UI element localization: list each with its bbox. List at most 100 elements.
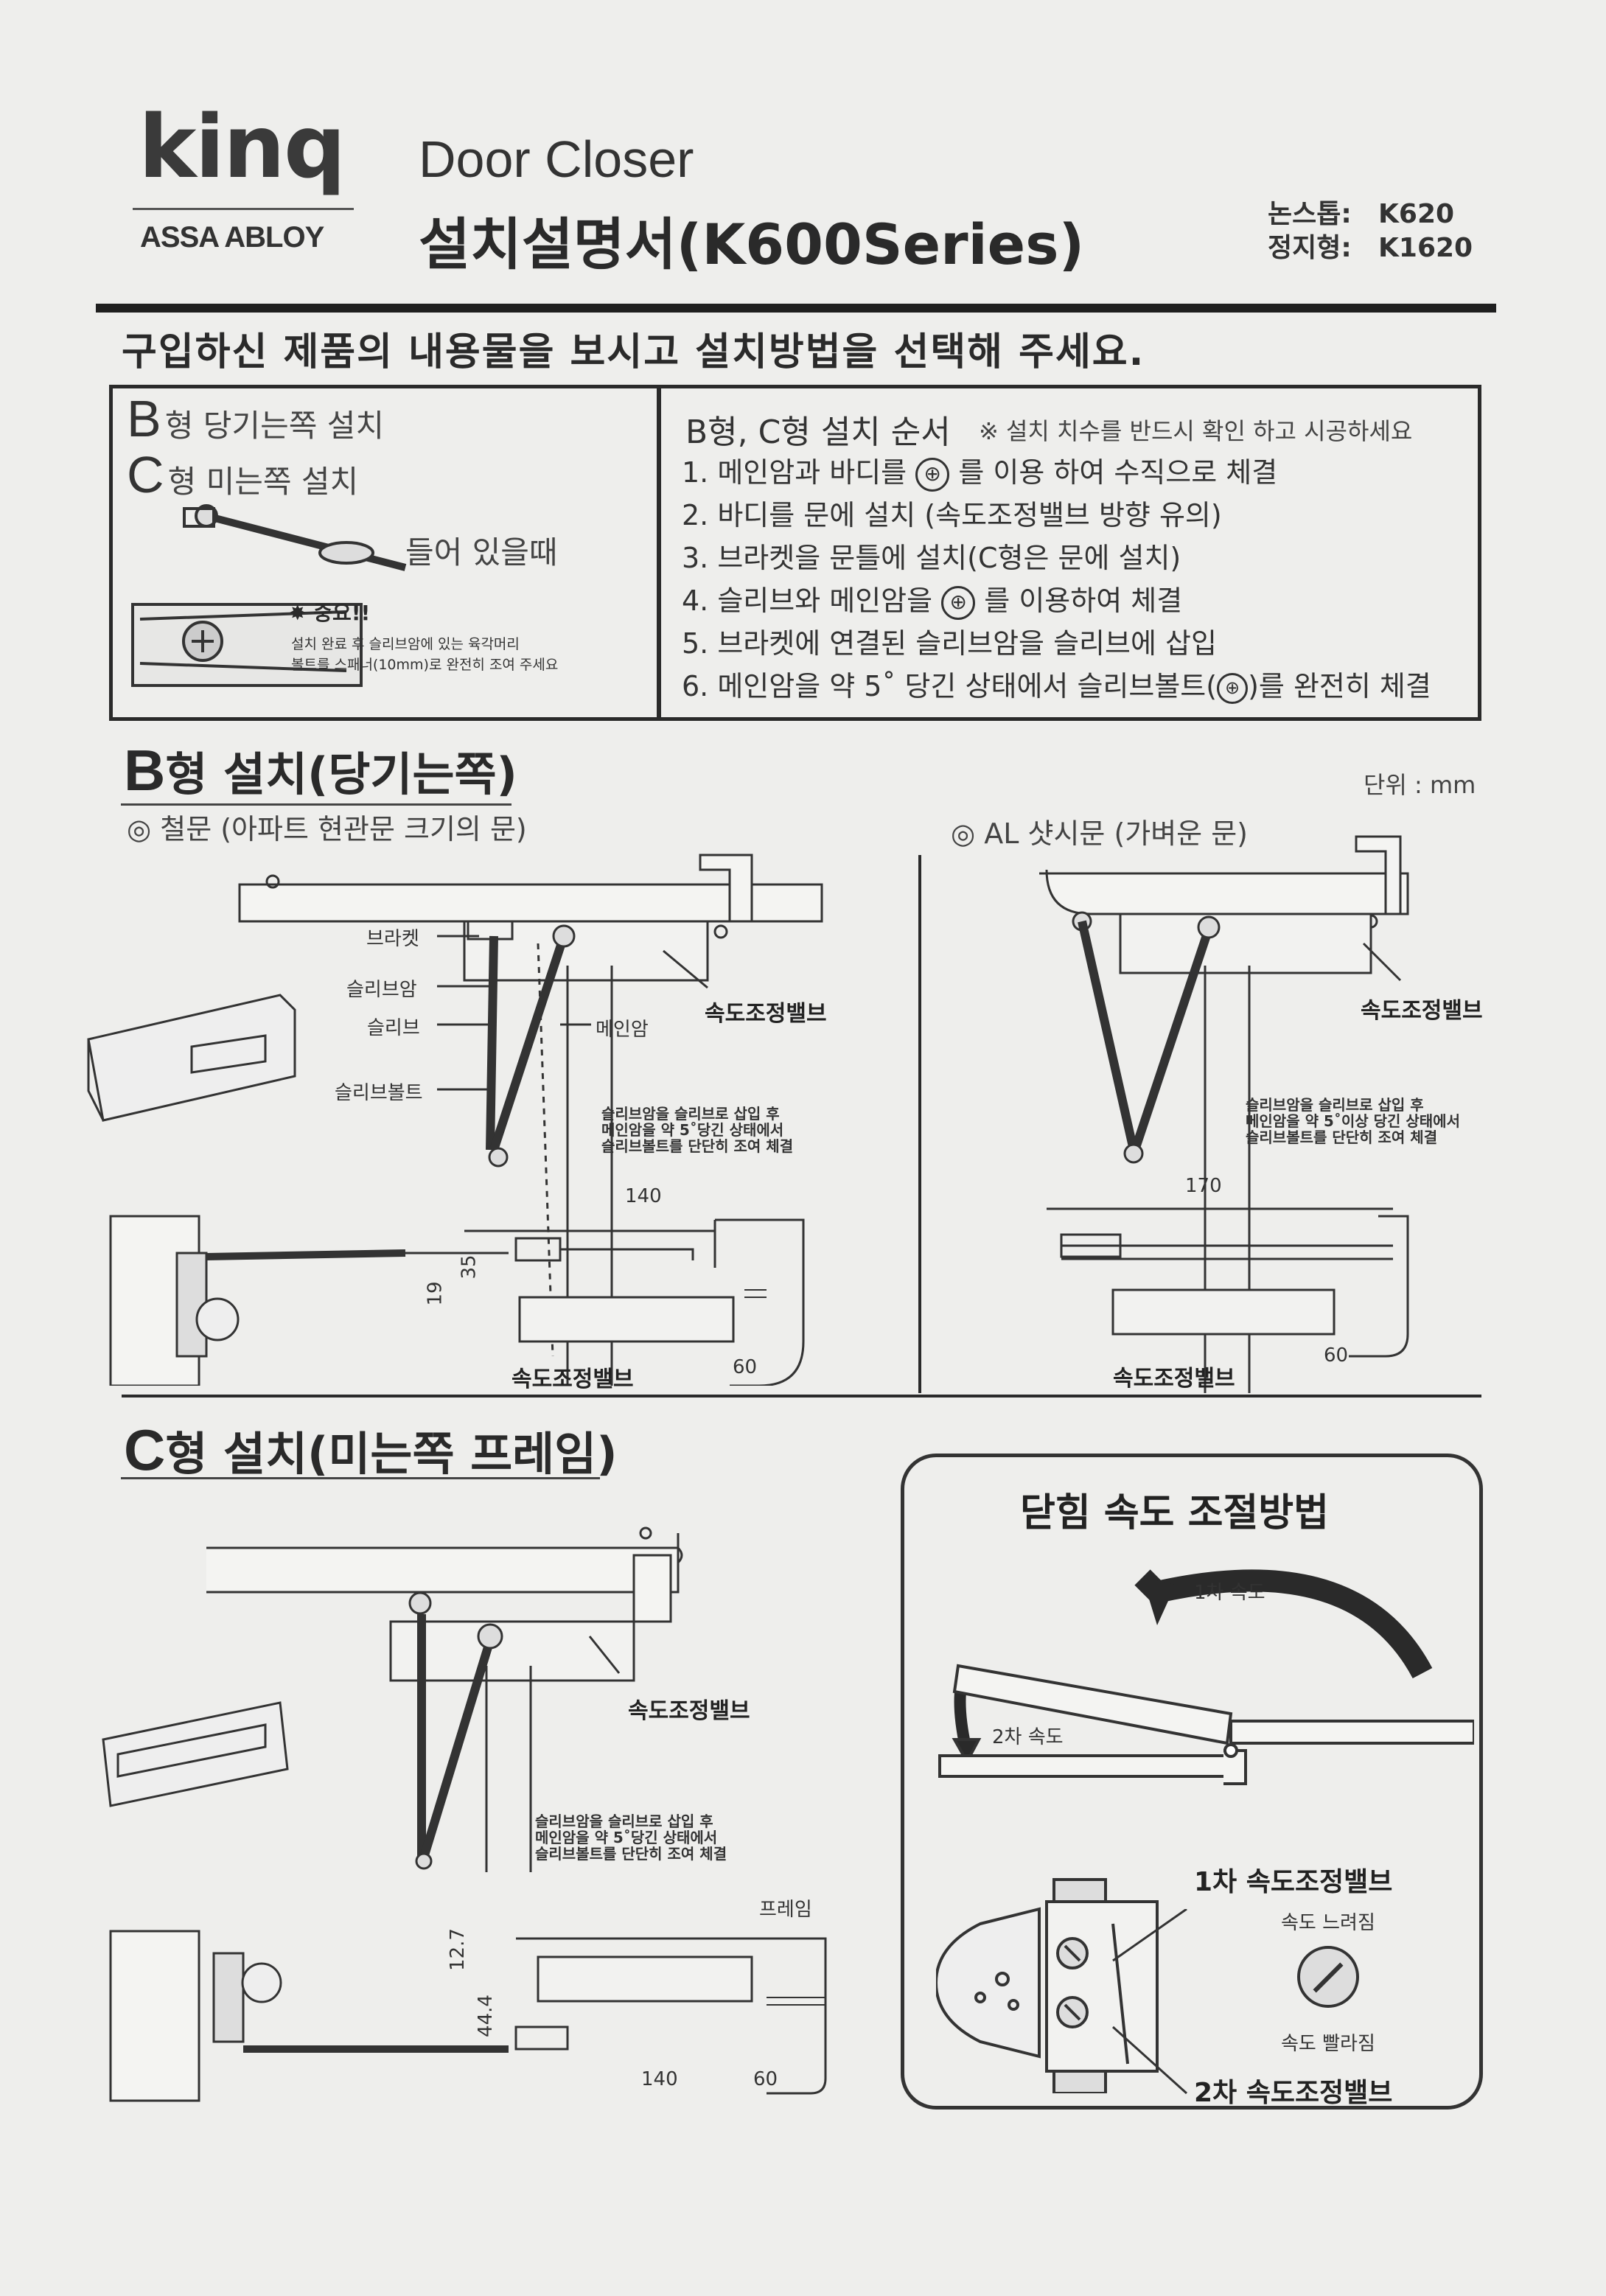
screw-icon: ⊕ <box>1217 672 1249 704</box>
type-c-text: 형 미는쪽 설치 <box>167 464 359 500</box>
main-arm-label: 메인암 <box>596 1019 649 1041</box>
step-text: 1. 메인암과 바디를 <box>682 456 907 489</box>
step-text: 5. 브라켓에 연결된 슬리브암을 슬리브에 삽입 <box>682 627 1217 660</box>
dim-offset: 60 <box>753 2068 778 2090</box>
title-korean: 설치설명서(K600Series) <box>419 212 1085 277</box>
instruction-text: 구입하신 제품의 내용물을 보시고 설치방법을 선택해 주세요. <box>122 330 1145 374</box>
closer-body-diagram <box>936 1878 1159 2093</box>
important-label: 중요!! <box>313 601 371 625</box>
speed-valve-label: 속도조정밸브 <box>512 1367 634 1392</box>
step-item: 6. 메인암을 약 5˚ 당긴 상태에서 슬리브볼트(⊕)를 완전히 체결 <box>682 663 1431 704</box>
install-steps-box <box>657 385 1481 721</box>
step-item: 2. 바디를 문에 설치 (속도조정밸브 방향 유의) <box>682 492 1222 533</box>
model-value: K620 <box>1378 199 1455 229</box>
dim-width: 170 <box>1185 1175 1222 1197</box>
type-c-row: C 형 미는쪽 설치 <box>127 445 358 504</box>
step-text: 4. 슬리브와 메인암을 <box>682 585 933 617</box>
speed-panel-title: 닫힘 속도 조절방법 <box>1020 1491 1329 1535</box>
model-label: 정지형: <box>1268 233 1352 263</box>
dim-offset: 60 <box>1324 1344 1349 1367</box>
steps-title: B형, C형 설치 순서 <box>685 414 951 451</box>
sleeve-bolt-label: 슬리브볼트 <box>335 1082 423 1104</box>
type-b-row: B 형 당기는쪽 설치 <box>127 389 384 448</box>
section-c-title: 형 설치(미는쪽 프레임) <box>165 1427 618 1481</box>
second-valve-label: 2차 속도조정밸브 <box>1194 2078 1393 2108</box>
arm-illustration <box>131 504 407 687</box>
slower-label: 속도 느려짐 <box>1281 1912 1375 1934</box>
bracket-label: 브라켓 <box>366 928 419 950</box>
star-icon: ✸ <box>289 601 307 625</box>
type-b-text: 형 당기는쪽 설치 <box>164 408 384 444</box>
brand-subtitle: ASSA ABLOY <box>140 221 324 254</box>
valve-leader-lines <box>1111 1909 1188 2095</box>
step-text: 3. 브라켓을 문틀에 설치(C형은 문에 설치) <box>682 542 1181 574</box>
important-note-line: 볼트를 스패너(10mm)로 완전히 조여 주세요 <box>291 657 559 673</box>
dim-vertical: 12.7 <box>446 1928 469 1971</box>
speed-valve-label: 속도조정밸브 <box>1113 1366 1235 1392</box>
assembly-note: 슬리브암을 슬리브로 삽입 후 메인암을 약 5˚당긴 상태에서 슬리브볼트를 … <box>535 1813 727 1862</box>
speed-valve-label: 속도조정밸브 <box>628 1698 750 1724</box>
door-swing-diagram <box>938 1569 1474 1785</box>
note-line: 슬리브볼트를 단단히 조여 체결 <box>1246 1128 1438 1146</box>
assembly-note: 슬리브암을 슬리브로 삽입 후 메인암을 약 5˚당긴 상태에서 슬리브볼트를 … <box>601 1106 793 1154</box>
section-c-letter: C <box>124 1417 166 1482</box>
note-line: 슬리브암을 슬리브로 삽입 후 <box>535 1812 713 1830</box>
type-c-letter: C <box>127 446 164 503</box>
model-list: 논스톱: K620 정지형: K1620 <box>1268 198 1473 265</box>
section-b-bottom-rule <box>122 1395 1481 1398</box>
note-line: 메인암을 약 5˚당긴 상태에서 <box>535 1829 718 1846</box>
steps-note: ※ 설치 치수를 반드시 확인 하고 시공하세요 <box>979 417 1413 445</box>
header-rule <box>96 304 1496 313</box>
section-b-steel-drawing <box>87 854 823 1386</box>
screw-icon: ⊕ <box>941 585 976 620</box>
section-b-al-drawing <box>1039 835 1409 1393</box>
dim-width: 140 <box>641 2068 678 2090</box>
model-value: K1620 <box>1378 233 1473 263</box>
step-text: 6. 메인암을 약 5˚ 당긴 상태에서 슬리브볼트( <box>682 670 1218 702</box>
note-line: 메인암을 약 5˚이상 당긴 상태에서 <box>1246 1112 1460 1130</box>
unit-label: 단위 : mm <box>1364 771 1476 799</box>
al-door-subtitle: ◎ AL 샷시문 (가벼운 문) <box>951 817 1249 850</box>
note-line: 슬리브볼트를 단단히 조여 체결 <box>535 1845 727 1863</box>
screw-slot <box>1313 1962 1344 1993</box>
type-b-letter: B <box>127 390 161 447</box>
valve-screw-icon <box>1297 1946 1359 2008</box>
step-text: )를 완전히 체결 <box>1248 670 1431 702</box>
speed-valve-label: 속도조정밸브 <box>705 1001 827 1027</box>
included-text: 들어 있을때 <box>405 534 558 570</box>
faster-label: 속도 빨라짐 <box>1281 2033 1375 2055</box>
sleeve-arm-label: 슬리브암 <box>346 979 417 1001</box>
step-item: 3. 브라켓을 문틀에 설치(C형은 문에 설치) <box>682 535 1181 576</box>
step-item: 4. 슬리브와 메인암을 ⊕ 를 이용하여 체결 <box>682 578 1182 620</box>
speed-adjust-panel <box>901 1454 1483 2110</box>
section-b-heading: B형 설치(당기는쪽) <box>124 737 517 804</box>
dim-vertical: 44.4 <box>474 1995 497 2037</box>
important-row: ✸ 중요!! <box>289 597 370 627</box>
dim-vertical: 19 <box>424 1281 447 1306</box>
note-line: 슬리브볼트를 단단히 조여 체결 <box>601 1137 794 1155</box>
dim-offset: 60 <box>733 1356 758 1378</box>
first-speed-label: 1차 속도 <box>1194 1582 1265 1604</box>
section-b-title: 형 설치(당기는쪽) <box>165 747 517 801</box>
frame-label: 프레임 <box>759 1899 812 1921</box>
step-text: 를 이용 하여 수직으로 체결 <box>958 456 1278 489</box>
step-text: 를 이용하여 체결 <box>984 585 1183 617</box>
first-valve-label: 1차 속도조정밸브 <box>1194 1867 1393 1897</box>
screw-icon: ⊕ <box>915 457 950 492</box>
section-c-drawing <box>102 1526 827 2102</box>
step-item: 1. 메인암과 바디를 ⊕ 를 이용 하여 수직으로 체결 <box>682 450 1277 492</box>
speed-valve-label: 속도조정밸브 <box>1361 998 1483 1024</box>
note-line: 슬리브암을 슬리브로 삽입 후 <box>601 1105 780 1123</box>
title-english: Door Closer <box>419 130 694 188</box>
model-label: 논스톱: <box>1268 199 1352 229</box>
section-c-underline <box>121 1477 600 1479</box>
dim-vertical: 35 <box>458 1255 481 1280</box>
assembly-note: 슬리브암을 슬리브로 삽입 후 메인암을 약 5˚이상 당긴 상태에서 슬리브볼… <box>1246 1097 1460 1145</box>
second-speed-label: 2차 속도 <box>992 1726 1064 1748</box>
step-text: 2. 바디를 문에 설치 (속도조정밸브 방향 유의) <box>682 499 1222 531</box>
dim-width: 140 <box>625 1185 662 1207</box>
section-b-underline <box>121 803 512 806</box>
model-row: 정지형: K1620 <box>1268 231 1473 265</box>
sleeve-label: 슬리브 <box>367 1017 420 1039</box>
important-note: 설치 완료 후 슬리브암에 있는 육각머리 볼트를 스패너(10mm)로 완전히… <box>291 634 558 675</box>
